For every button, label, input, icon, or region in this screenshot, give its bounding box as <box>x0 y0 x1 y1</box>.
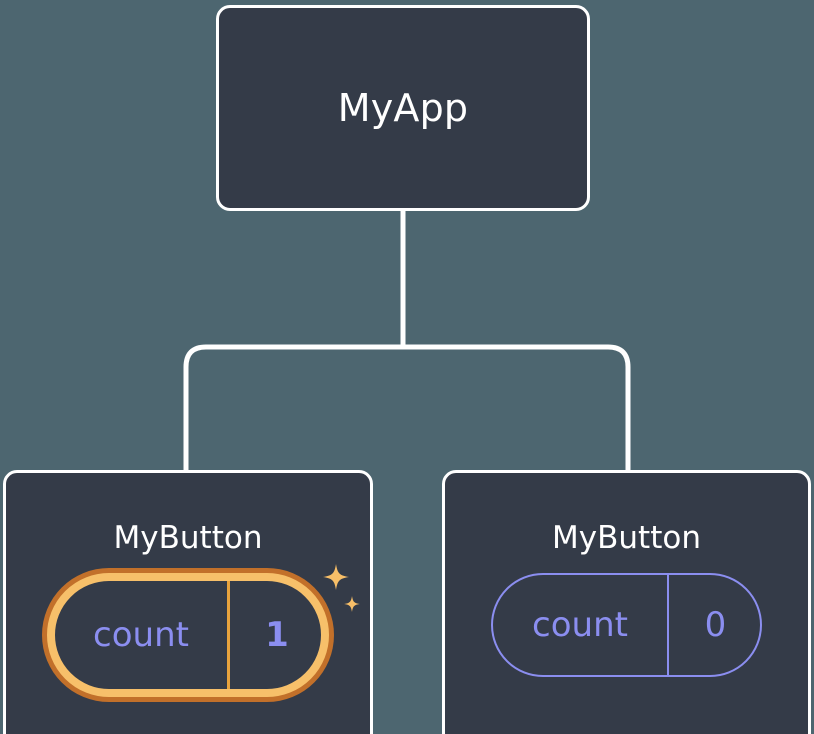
node-mybutton-left[interactable]: MyButton count 1 <box>3 470 373 734</box>
state-pill-left-wrap: count 1 <box>6 573 370 697</box>
node-myapp-label: MyApp <box>337 86 469 130</box>
state-key-right: count <box>532 605 628 645</box>
node-myapp[interactable]: MyApp <box>216 5 590 211</box>
state-value-right: 0 <box>667 575 762 675</box>
state-pill-left[interactable]: count 1 <box>47 573 329 697</box>
state-key-left: count <box>93 615 189 655</box>
node-mybutton-left-label: MyButton <box>113 520 263 556</box>
node-mybutton-right-label: MyButton <box>552 520 701 556</box>
state-value-left: 1 <box>227 581 324 689</box>
state-pill-right[interactable]: count 0 <box>491 573 762 677</box>
node-mybutton-right[interactable]: MyButton count 0 <box>442 470 811 734</box>
state-pill-right-wrap: count 0 <box>445 573 808 677</box>
connector-branch-bar <box>183 344 631 470</box>
